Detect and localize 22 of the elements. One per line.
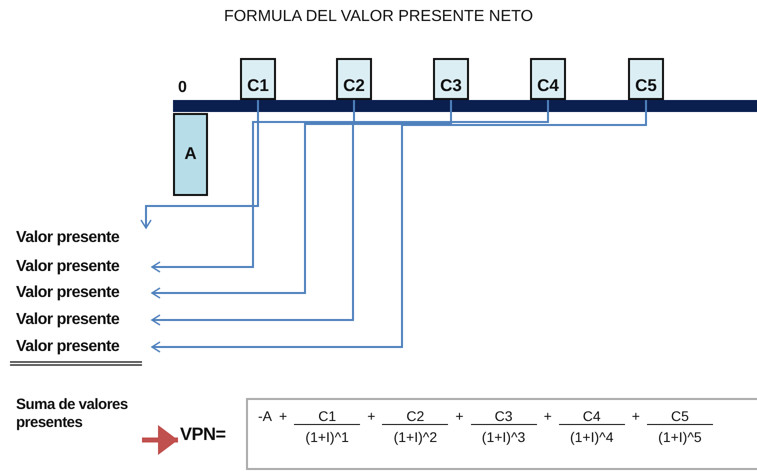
- cash-flow-box: C4: [530, 58, 566, 100]
- cash-flow-box: C3: [433, 58, 469, 100]
- formula-box: -A + C1 (1+I)^1 + C2 (1+I)^2 + C3 (1+I)^3 + C4 (1+I)^4 + C5 (1+I)^5: [246, 398, 757, 470]
- title: FORMULA DEL VALOR PRESENTE NETO: [222, 8, 534, 26]
- text-label: Suma de valores presentes: [16, 396, 142, 440]
- arrow: [151, 100, 355, 273]
- text-label: Valor presente: [16, 337, 150, 357]
- cash-flow-box: C5: [628, 58, 664, 100]
- cash-flow-box: C1: [240, 58, 276, 100]
- equation-label: VPN=: [180, 424, 240, 448]
- arrow: [140, 100, 259, 229]
- arrow: [151, 100, 647, 353]
- text-label: Valor presente: [16, 310, 150, 330]
- text-label: Valor presente: [16, 283, 150, 303]
- arrow: [151, 100, 549, 326]
- period-label: 0: [178, 78, 186, 98]
- text-label: Valor presente: [16, 228, 150, 248]
- arrow: [142, 425, 178, 455]
- arrow: [151, 100, 452, 299]
- text-label: Valor presente: [16, 257, 150, 277]
- cash-flow-box: A: [173, 113, 208, 196]
- cash-flow-box: C2: [336, 58, 372, 100]
